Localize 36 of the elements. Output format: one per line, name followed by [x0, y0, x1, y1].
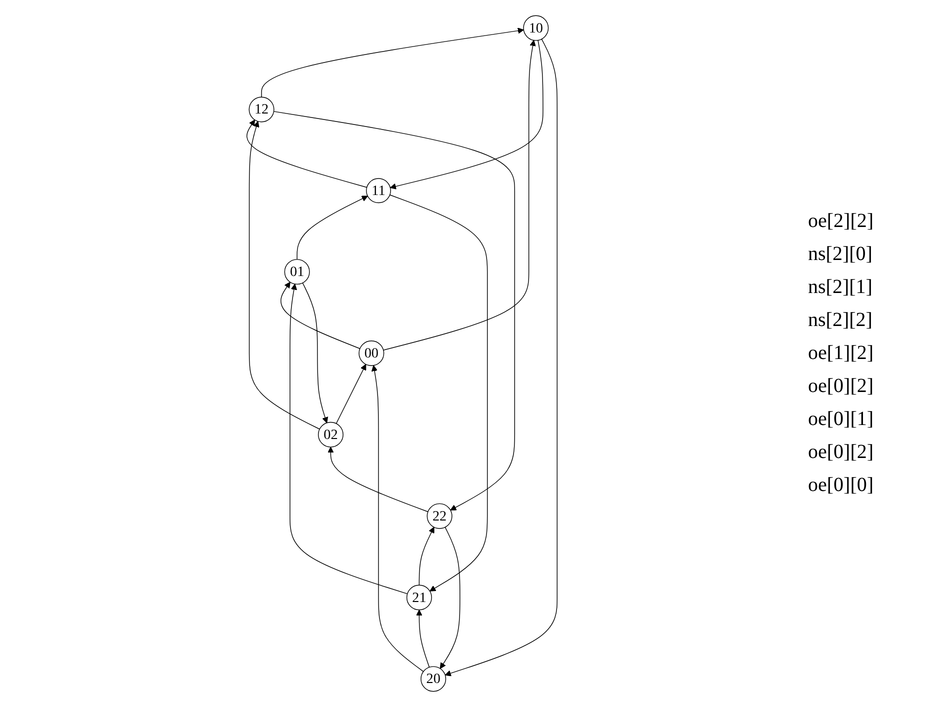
variable-label: ns[2][0]	[808, 243, 874, 266]
node-circle: 10	[523, 15, 549, 41]
arrow	[371, 365, 424, 672]
arrow	[296, 196, 368, 260]
variable-label: oe[0][0]	[808, 474, 875, 497]
arrow	[444, 38, 558, 676]
variable-label: oe[1][2]	[808, 342, 875, 365]
node-circle: 01	[284, 259, 310, 285]
variable-label: oe[0][1]	[808, 408, 875, 431]
node-circle: 12	[248, 96, 274, 122]
arrow	[261, 28, 524, 98]
arrow	[302, 282, 328, 424]
arrow	[416, 610, 430, 668]
arrow	[440, 526, 460, 669]
arrow	[390, 194, 488, 592]
variable-label: oe[0][2]	[808, 375, 875, 398]
node-circle: 22	[426, 503, 452, 529]
arrow	[418, 526, 434, 586]
arrow	[246, 120, 368, 188]
arrow	[273, 111, 516, 510]
arrow	[290, 284, 408, 594]
arrow	[328, 446, 428, 512]
node-circle: 00	[358, 340, 384, 366]
node-circle: 02	[318, 422, 344, 448]
variable-label: oe[2][2]	[808, 210, 875, 233]
arrow	[383, 40, 536, 350]
variable-label: ns[2][1]	[808, 276, 874, 299]
arrow	[248, 121, 320, 430]
node-circle: 20	[420, 666, 446, 692]
node-circle: 21	[406, 584, 432, 610]
arrow	[336, 364, 366, 424]
node-circle: 11	[366, 178, 391, 204]
arrow	[390, 40, 544, 190]
variable-label: ns[2][2]	[808, 309, 874, 332]
variable-label: oe[0][2]	[808, 441, 875, 464]
arrow	[280, 282, 360, 349]
